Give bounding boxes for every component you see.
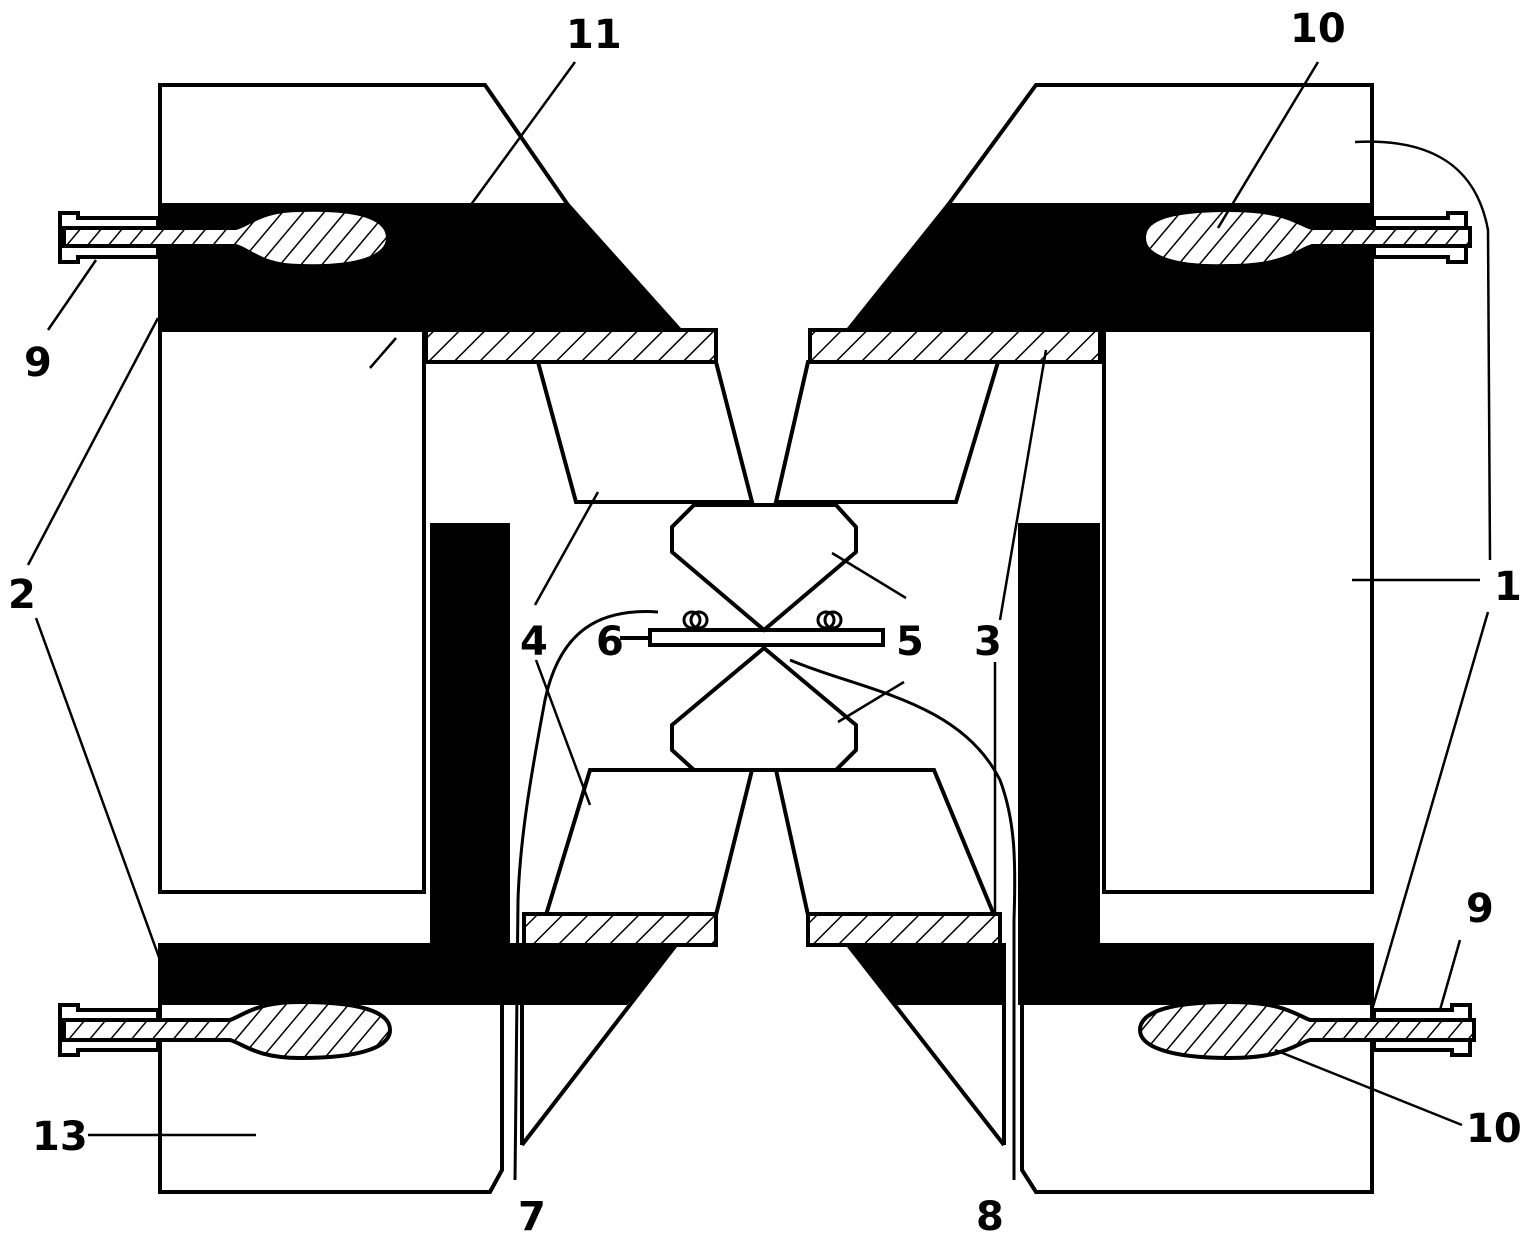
labels: 11 10 9 2 1 4 6 5 3 9 13 10 7 8 xyxy=(8,6,1522,1240)
lower-left-base xyxy=(158,1003,504,1194)
wire-8 xyxy=(789,658,1017,1180)
label-13: 13 xyxy=(32,1114,88,1160)
bolt-lower-left xyxy=(58,999,393,1061)
upper-right-frame xyxy=(946,83,1374,894)
leader-lines xyxy=(26,61,1492,1137)
label-10-top: 10 xyxy=(1290,6,1346,52)
upper-left-black-band xyxy=(158,203,685,332)
upper-left-hatched-plate xyxy=(424,328,718,364)
bolt-lower-right xyxy=(1137,999,1476,1061)
upper-center-cell xyxy=(670,503,858,633)
upper-right-hatched-plate xyxy=(808,328,1102,364)
label-1: 1 xyxy=(1494,564,1522,610)
lower-left-anvil xyxy=(543,768,755,917)
upper-left-frame xyxy=(158,83,570,894)
lower-left-hatched-plate xyxy=(522,912,718,947)
label-9-left: 9 xyxy=(24,340,52,386)
lower-left-black-wedge xyxy=(506,943,681,1005)
lower-right-base xyxy=(1020,1003,1374,1194)
label-7: 7 xyxy=(518,1194,546,1240)
upper-right-anvil xyxy=(773,360,1001,504)
label-10-bottom: 10 xyxy=(1466,1106,1522,1152)
label-9-right: 9 xyxy=(1466,886,1494,932)
upper-left-anvil xyxy=(535,360,755,504)
bolt-upper-right xyxy=(1141,207,1472,269)
coil-left xyxy=(682,610,702,630)
sample-plate xyxy=(648,628,885,647)
lower-center-cell xyxy=(670,645,858,772)
label-5: 5 xyxy=(896,619,924,665)
coil-right xyxy=(816,610,836,630)
lower-right-hatched-plate xyxy=(806,912,1002,947)
label-4-upper: 4 xyxy=(520,619,548,665)
wire-7 xyxy=(513,610,659,1181)
label-6: 6 xyxy=(596,619,624,665)
lower-right-anvil xyxy=(773,768,997,917)
bolt-upper-left xyxy=(58,207,391,269)
label-8: 8 xyxy=(976,1194,1004,1240)
label-3: 3 xyxy=(974,619,1002,665)
lower-right-inner-black-L xyxy=(1018,523,1374,1005)
lower-left-inner-black-L xyxy=(158,523,510,1005)
label-11: 11 xyxy=(566,12,622,58)
label-2-upper: 2 xyxy=(8,572,36,618)
